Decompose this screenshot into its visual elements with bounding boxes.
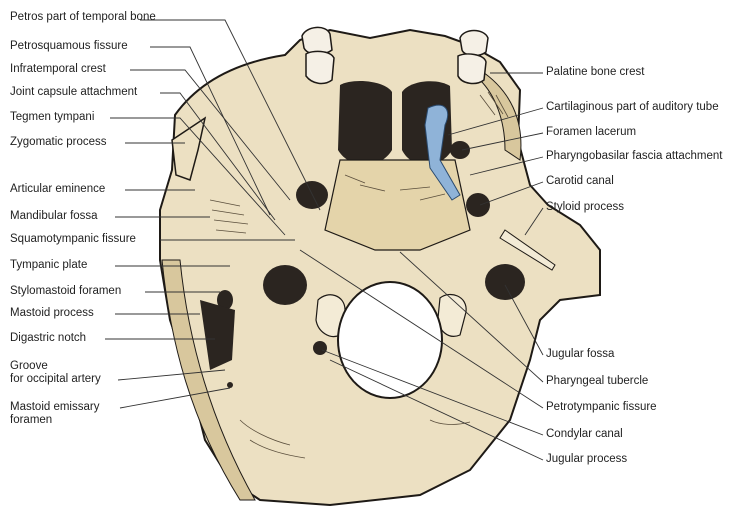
label-petrotympanic-fissure: Petrotympanic fissure xyxy=(546,401,657,414)
label-squamotympanic-fissure: Squamotympanic fissure xyxy=(10,233,136,246)
label-foramen-lacerum: Foramen lacerum xyxy=(546,126,636,139)
condylar-canal xyxy=(313,341,327,355)
foramen-lacerum-right xyxy=(450,141,470,159)
label-for-occipital-artery: for occipital artery xyxy=(10,373,101,386)
label-foramen: foramen xyxy=(10,414,52,427)
mastoid-emissary-dot xyxy=(227,382,233,388)
label-tympanic-plate: Tympanic plate xyxy=(10,259,87,272)
tooth-left-lower xyxy=(306,51,334,83)
label-condylar-canal: Condylar canal xyxy=(546,428,623,441)
label-zygomatic-process: Zygomatic process xyxy=(10,136,107,149)
label-mandibular-fossa: Mandibular fossa xyxy=(10,210,98,223)
tooth-right-lower xyxy=(458,54,486,83)
label-jugular-fossa: Jugular fossa xyxy=(546,348,614,361)
label-joint-capsule-attachment: Joint capsule attachment xyxy=(10,86,137,99)
jugular-foramen-left xyxy=(263,265,307,305)
label-pharyngobasilar-fascia-attachment: Pharyngobasilar fascia attachment xyxy=(546,150,722,163)
label-articular-eminence: Articular eminence xyxy=(10,183,105,196)
choana-left xyxy=(338,81,392,165)
label-mastoid-emissary: Mastoid emissary xyxy=(10,401,99,414)
label-cartilaginous-part-of-auditory-tube: Cartilaginous part of auditory tube xyxy=(546,101,719,114)
label-carotid-canal: Carotid canal xyxy=(546,175,614,188)
label-pharyngeal-tubercle: Pharyngeal tubercle xyxy=(546,375,648,388)
foramen-magnum xyxy=(338,282,442,398)
label-mastoid-process: Mastoid process xyxy=(10,307,94,320)
label-jugular-process: Jugular process xyxy=(546,453,627,466)
label-stylomastoid-foramen: Stylomastoid foramen xyxy=(10,285,121,298)
tooth-right-upper xyxy=(460,31,488,56)
label-petrosquamous-fissure: Petrosquamous fissure xyxy=(10,40,128,53)
carotid-canal-right xyxy=(466,193,490,217)
label-palatine-bone-crest: Palatine bone crest xyxy=(546,66,644,79)
label-groove: Groove xyxy=(10,360,48,373)
jugular-foramen-right xyxy=(485,264,525,300)
label-tegmen-tympani: Tegmen tympani xyxy=(10,111,94,124)
label-petros-part-of-temporal-bone: Petros part of temporal bone xyxy=(10,11,156,24)
tooth-left-upper xyxy=(302,27,332,54)
label-styloid-process: Styloid process xyxy=(546,201,624,214)
label-digastric-notch: Digastric notch xyxy=(10,332,86,345)
label-infratemporal-crest: Infratemporal crest xyxy=(10,63,106,76)
